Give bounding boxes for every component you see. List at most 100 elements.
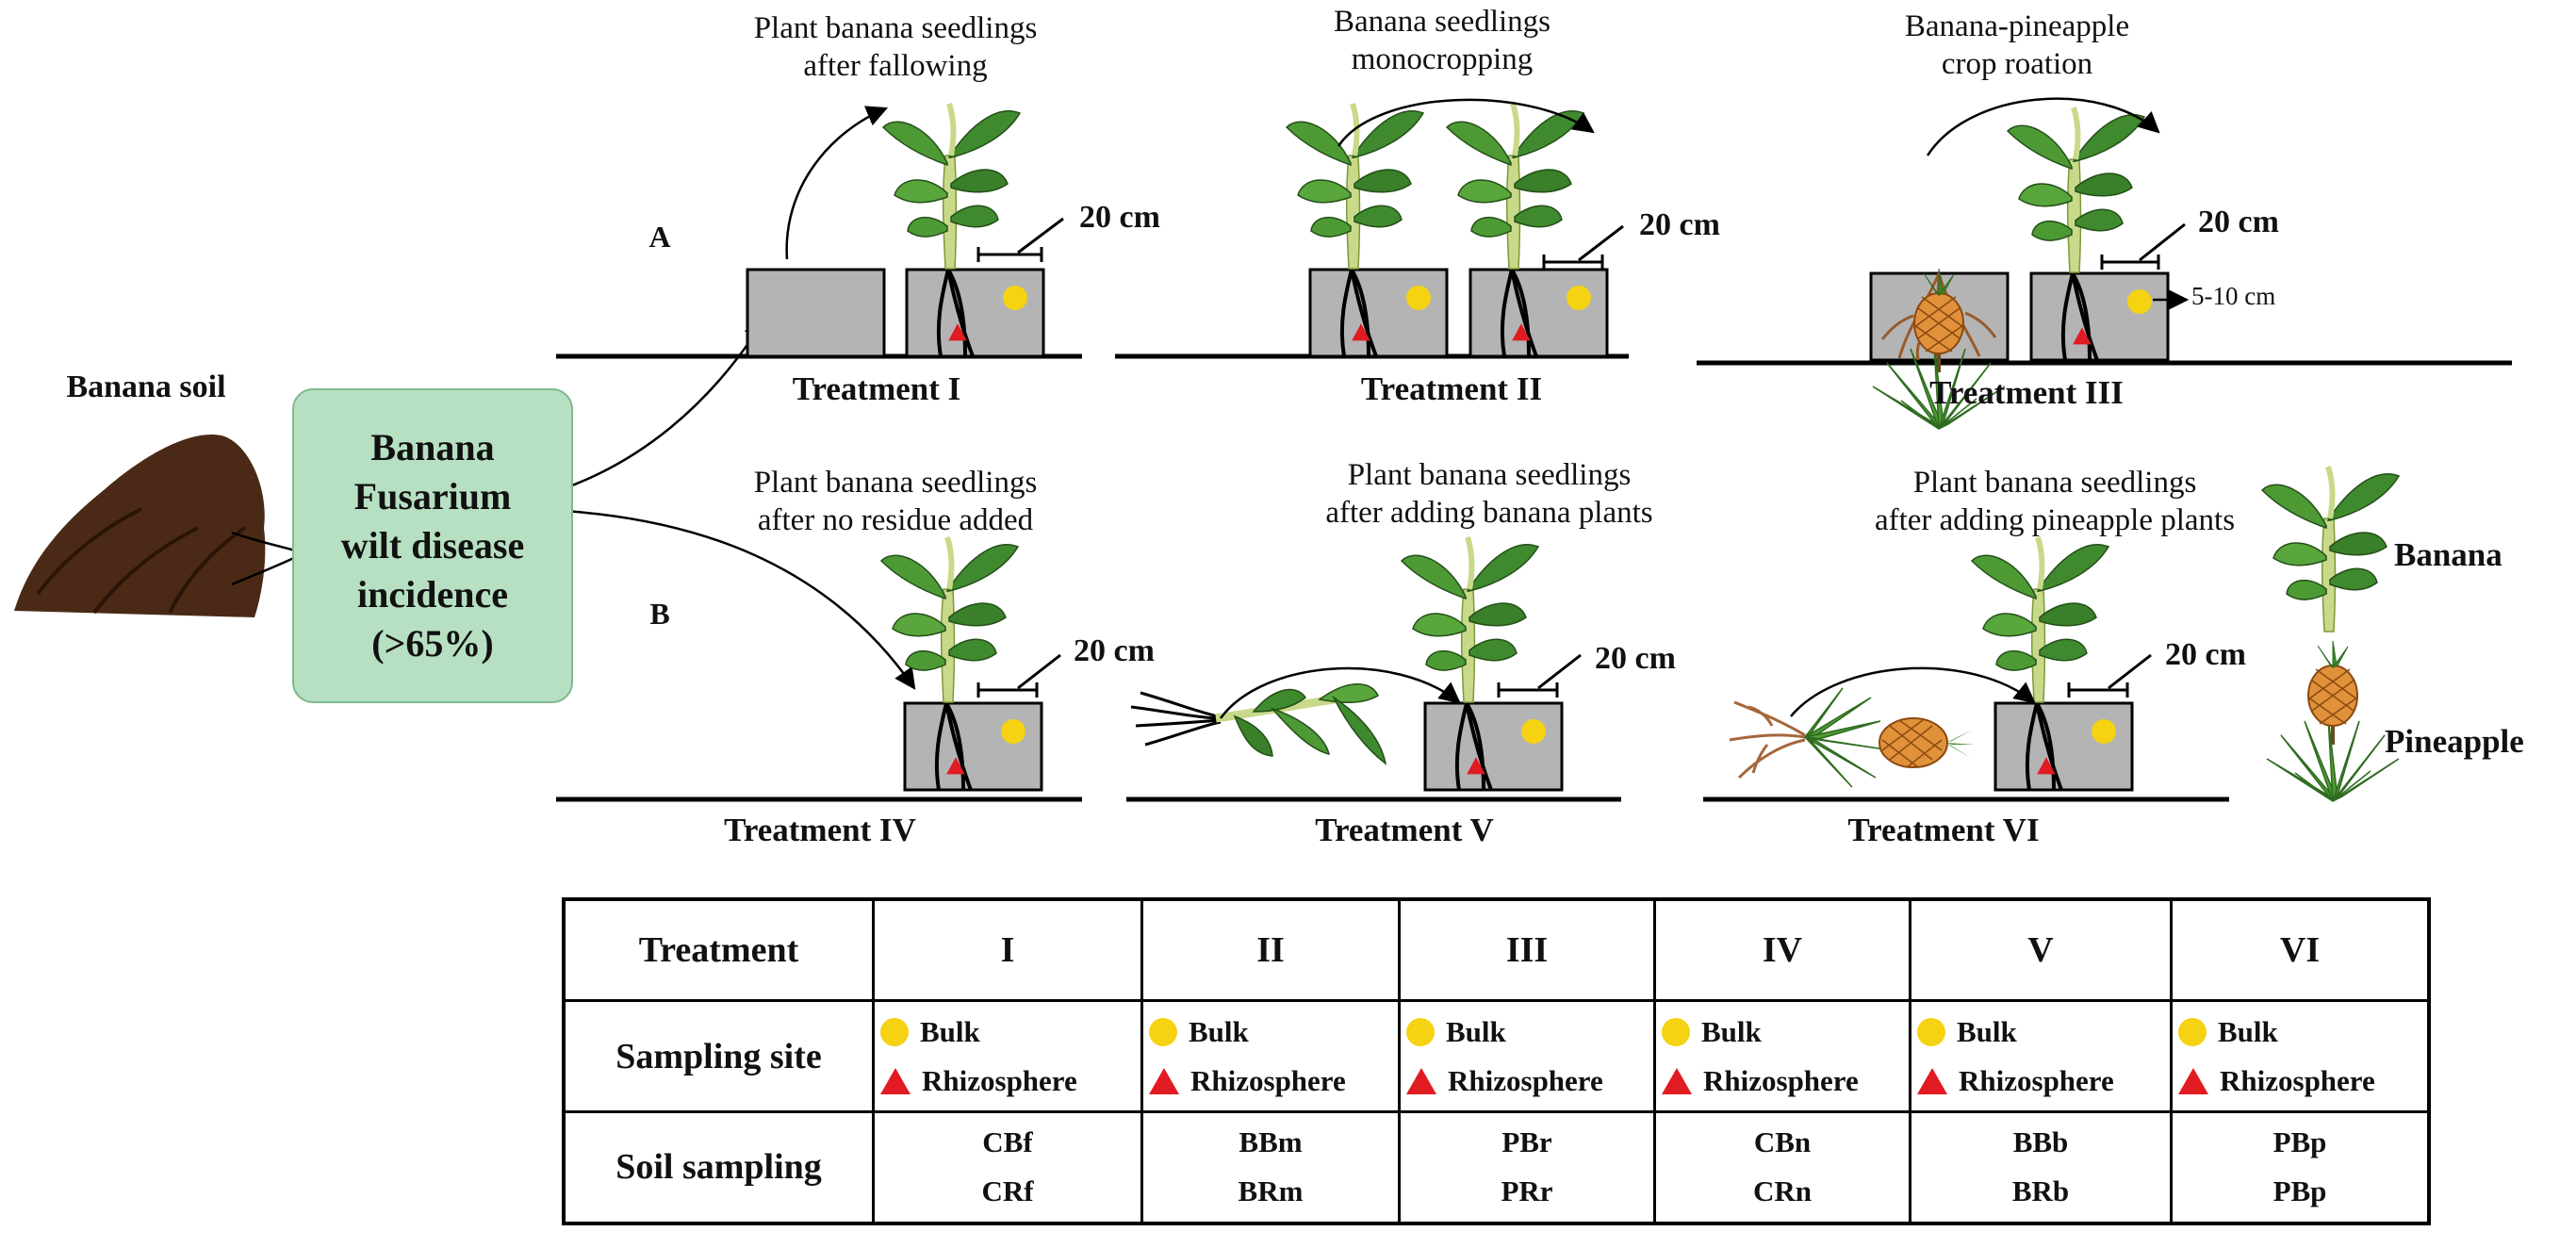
bulk-sample-code: BBb: [2012, 1125, 2069, 1158]
caption-treatment-1: Plant banana seedlings after fallowing: [753, 11, 1038, 84]
rhizosphere-sample-code: CRn: [1752, 1174, 1812, 1208]
arrow-treatment-2: [1337, 98, 1595, 147]
distance-label-1: 20 cm: [1079, 200, 1160, 235]
pot-treatment-2a: [1308, 268, 1449, 358]
fallow-pot: [746, 268, 886, 358]
arrow-to-row-b: [527, 507, 916, 690]
row-label-a: A: [648, 220, 671, 254]
arrow-treatment-3: [1926, 97, 2160, 156]
rhizosphere-triangle-icon: [1662, 1067, 1692, 1094]
bulk-sample-code: CBf: [982, 1125, 1033, 1158]
sampling-site-label: Sampling site: [562, 999, 875, 1113]
pot-treatment-4: [903, 701, 1043, 792]
caption-treatment-5: Plant banana seedlings after adding bana…: [1325, 458, 1653, 531]
pot-treatment-5: [1423, 701, 1564, 792]
pineapple-residue: [1728, 686, 1977, 789]
bulk-sample-code: PBp: [2272, 1125, 2327, 1158]
distance-label-5: 20 cm: [1595, 641, 1676, 676]
arrow-treatment-6: [1790, 666, 2036, 717]
distance-bar-5: [1497, 653, 1582, 698]
rhizosphere-triangle-icon: [880, 1067, 911, 1094]
bulk-label: Bulk: [1701, 1014, 1762, 1048]
distance-bar-6: [2067, 653, 2152, 698]
rhizosphere-label: Rhizosphere: [2220, 1063, 2375, 1097]
banana-plant-6: [1972, 537, 2108, 702]
distance-label-6: 20 cm: [2165, 637, 2246, 672]
pot-treatment-2b: [1468, 268, 1609, 358]
table-column-header: I: [872, 897, 1143, 1002]
rhizosphere-sample-code: PBp: [2272, 1174, 2327, 1208]
rhizosphere-triangle-icon: [2178, 1067, 2208, 1094]
distance-bar-1: [976, 217, 1064, 262]
bulk-dot-icon: [1149, 1017, 1177, 1046]
banana-plant-2b: [1447, 104, 1583, 269]
bulk-sample-code: BBm: [1239, 1125, 1303, 1158]
table-header-row: Treatment I II III IV V VI: [562, 897, 2431, 1002]
table-column-header: V: [1909, 897, 2173, 1002]
treatment-name-4: Treatment IV: [724, 812, 916, 848]
soil-label: Banana soil: [66, 369, 226, 404]
distance-bar-2: [1542, 224, 1624, 270]
treatment-name-2: Treatment II: [1360, 370, 1543, 407]
caption-treatment-3: Banana-pineapple crop roation: [1904, 9, 2130, 82]
caption-treatment-2: Banana seedlings monocropping: [1333, 5, 1551, 77]
rhizosphere-triangle-icon: [1406, 1067, 1436, 1094]
bulk-label: Bulk: [2218, 1014, 2278, 1048]
rhizosphere-label: Rhizosphere: [1703, 1063, 1859, 1097]
banana-plant-3: [2008, 107, 2144, 272]
bulk-label: Bulk: [920, 1014, 980, 1048]
bulk-label: Bulk: [1446, 1014, 1506, 1048]
treatment-name-3: Treatment III: [1929, 374, 2124, 411]
distance-label-3: 20 cm: [2198, 205, 2279, 239]
distance-bar-4: [976, 653, 1061, 698]
legend-pineapple-icon: [2265, 639, 2401, 803]
arrow-treatment-1: [785, 106, 889, 260]
bulk-dot-icon: [1917, 1017, 1945, 1046]
bulk-dot-icon: [880, 1017, 909, 1046]
rhizosphere-label: Rhizosphere: [1190, 1063, 1346, 1097]
rhizosphere-sample-code: PRr: [1501, 1174, 1553, 1208]
pot-treatment-6: [1994, 701, 2134, 792]
sampling-table: Treatment I II III IV V VI Sampling site…: [562, 897, 2431, 1225]
row-label-b: B: [649, 597, 670, 631]
pot-treatment-3: [2029, 271, 2170, 362]
table-column-header: III: [1398, 897, 1656, 1002]
banana-plant-1: [883, 104, 1020, 269]
rhizosphere-sample-code: BRb: [2011, 1174, 2070, 1208]
rhizosphere-label: Rhizosphere: [1959, 1063, 2114, 1097]
table-column-header: II: [1140, 897, 1401, 1002]
rhizosphere-label: Rhizosphere: [922, 1063, 1077, 1097]
disease-incidence-box: Banana Fusarium wilt disease incidence (…: [292, 388, 573, 703]
caption-treatment-6: Plant banana seedlings after adding pine…: [1874, 466, 2236, 538]
table-column-header: IV: [1653, 897, 1911, 1002]
soil-pile: [14, 434, 266, 617]
distance-label-2: 20 cm: [1639, 207, 1720, 242]
rhizosphere-sample-code: BRm: [1238, 1174, 1304, 1208]
distance-label-4: 20 cm: [1074, 633, 1155, 668]
legend-pineapple-label: Pineapple: [2385, 723, 2524, 760]
banana-plant-5: [1402, 537, 1538, 702]
bulk-dot-icon: [1406, 1017, 1435, 1046]
bulk-label: Bulk: [1189, 1014, 1249, 1048]
treatment-name-5: Treatment V: [1315, 812, 1494, 848]
bulk-sample-code: PBr: [1501, 1125, 1552, 1158]
caption-treatment-4: Plant banana seedlings after no residue …: [753, 466, 1038, 538]
banana-plant-4: [881, 537, 1018, 702]
soil-sampling-label: Soil sampling: [562, 1110, 875, 1224]
bulk-dot-icon: [1662, 1017, 1690, 1046]
rhizosphere-triangle-icon: [1917, 1067, 1947, 1094]
legend-banana-label: Banana: [2394, 536, 2502, 573]
